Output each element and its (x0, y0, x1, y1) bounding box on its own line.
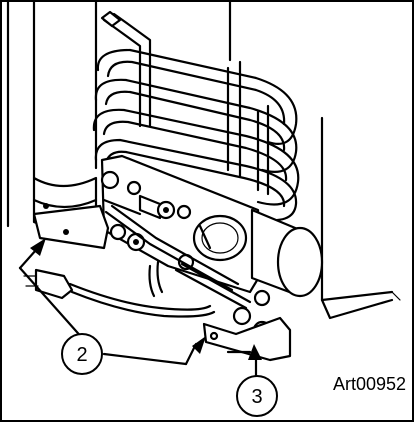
cabinet-side-panel (228, 0, 401, 320)
flue-tube (6, 0, 98, 231)
vertical-tubes (100, 10, 270, 196)
outlet-cylinder (250, 208, 324, 298)
thermocouple-loop (192, 214, 248, 262)
power-cord (23, 268, 216, 318)
art-number: Art00952 (333, 374, 406, 394)
callout-2: 2 (61, 333, 103, 375)
arrow-head-left (30, 238, 46, 256)
callout-2-label: 2 (76, 344, 87, 366)
gas-lines (104, 204, 292, 362)
boiler-coil (92, 48, 300, 222)
callout-3-label: 3 (251, 386, 262, 408)
mounting-bracket (32, 203, 110, 250)
arrow-head-right (248, 344, 262, 360)
arrow-head-center (192, 336, 206, 354)
arrow-heads (30, 238, 262, 360)
callout-3: 3 (236, 375, 278, 417)
